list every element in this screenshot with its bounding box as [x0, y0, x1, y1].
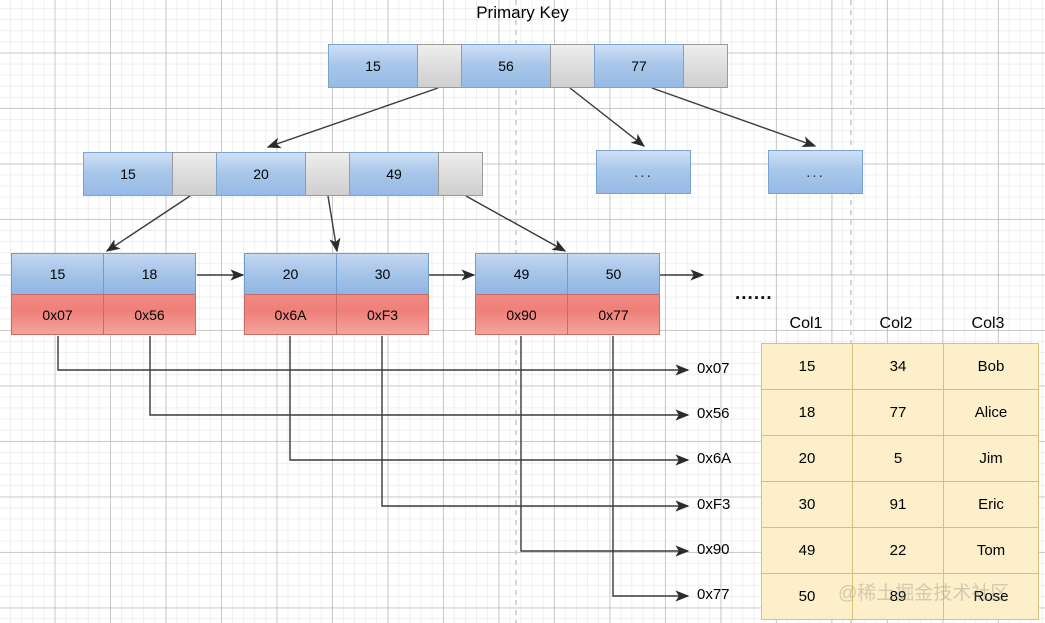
internal-1-key-cell-2: 20	[216, 152, 306, 196]
table-cell-col1: 30	[761, 481, 853, 528]
table-cell-col2: 5	[852, 435, 944, 482]
internal-node-1: 15 20 49	[83, 152, 483, 196]
edge-internal-to-leaf-2	[327, 195, 341, 253]
address-label-0x6A: 0x6A	[697, 450, 732, 467]
table-cell-col3: Jim	[943, 435, 1039, 482]
leaf-2-key-cell-1: 20	[244, 253, 337, 295]
address-label-0x77: 0x77	[697, 586, 730, 603]
leaf-1-key-cell-1: 15	[11, 253, 104, 295]
table-cell-col1: 15	[761, 343, 853, 390]
internal-1-key-cell-3: 49	[349, 152, 439, 196]
leaf-1-key-row: 15 18	[11, 253, 196, 295]
table-row: 49 22 Tom	[761, 527, 1039, 574]
internal-node-2: ...	[596, 150, 691, 194]
edge-internal-to-leaf-1	[105, 195, 191, 252]
data-table: 15 34 Bob 18 77 Alice 20 5 Jim 30 91 Eri…	[761, 343, 1039, 620]
leaf-3-key-cell-1: 49	[475, 253, 568, 295]
internal-3-placeholder: ...	[768, 150, 863, 194]
table-cell-col1: 49	[761, 527, 853, 574]
leaf-2-pointer-cell-1: 0x6A	[244, 294, 337, 335]
edge-ptr-0x07-to-row	[57, 336, 690, 376]
leaf-3-pointer-cell-1: 0x90	[475, 294, 568, 335]
table-cell-col1: 20	[761, 435, 853, 482]
leaf-node-3: 49 50 0x90 0x77	[475, 253, 660, 335]
table-cell-col2: 91	[852, 481, 944, 528]
table-cell-col3: Tom	[943, 527, 1039, 574]
table-cell-col1: 18	[761, 389, 853, 436]
internal-1-key-cell-1: 15	[83, 152, 173, 196]
internal-node-3: ...	[768, 150, 863, 194]
edge-ptr-0x6A-to-row	[289, 336, 690, 466]
root-key-cell-2: 56	[461, 44, 551, 88]
table-cell-col2: 77	[852, 389, 944, 436]
leaf-2-key-row: 20 30	[244, 253, 429, 295]
table-row: 18 77 Alice	[761, 389, 1039, 436]
table-cell-col3: Eric	[943, 481, 1039, 528]
table-column-headers: Col1 Col2 Col3	[761, 315, 1035, 333]
table-header-col1: Col1	[789, 315, 823, 332]
table-header-col2: Col2	[879, 315, 913, 332]
edge-internal-to-leaf-3	[465, 195, 567, 252]
edge-ptr-0xF3-to-row	[381, 336, 690, 512]
table-header-col3: Col3	[971, 315, 1005, 332]
table-cell-col3: Alice	[943, 389, 1039, 436]
table-cell-col2: 22	[852, 527, 944, 574]
internal-1-pointer-cell-3	[438, 152, 483, 196]
edge-ptr-0x90-to-row	[520, 336, 690, 557]
leaf-chain-ellipsis: ......	[735, 283, 773, 304]
table-row: 30 91 Eric	[761, 481, 1039, 528]
table-cell-col2: 89	[852, 573, 944, 620]
table-row: 15 34 Bob	[761, 343, 1039, 390]
address-label-0x90: 0x90	[697, 541, 730, 558]
leaf-1-pointer-cell-1: 0x07	[11, 294, 104, 335]
table-row: 20 5 Jim	[761, 435, 1039, 482]
root-pointer-cell-1	[417, 44, 462, 88]
leaf-1-pointer-row: 0x07 0x56	[11, 294, 196, 335]
leaf-1-key-cell-2: 18	[103, 253, 196, 295]
edge-ptr-0x56-to-row	[149, 336, 690, 421]
root-pointer-cell-2	[550, 44, 595, 88]
root-key-cell-1: 15	[328, 44, 418, 88]
edge-root-to-internal-3	[651, 87, 817, 148]
leaf-1-pointer-cell-2: 0x56	[103, 294, 196, 335]
table-cell-col3: Bob	[943, 343, 1039, 390]
address-label-0x07: 0x07	[697, 360, 730, 377]
table-row: 50 89 Rose	[761, 573, 1039, 620]
edge-root-to-internal-1	[266, 87, 439, 149]
edge-root-to-internal-2	[569, 87, 646, 147]
leaf-node-1: 15 18 0x07 0x56	[11, 253, 196, 335]
leaf-3-pointer-cell-2: 0x77	[567, 294, 660, 335]
leaf-node-2: 20 30 0x6A 0xF3	[244, 253, 429, 335]
edge-ptr-0x77-to-row	[612, 336, 690, 602]
root-node: 15 56 77	[328, 44, 728, 88]
table-cell-col1: 50	[761, 573, 853, 620]
internal-1-pointer-cell-1	[172, 152, 217, 196]
root-key-cell-3: 77	[594, 44, 684, 88]
address-label-0x56: 0x56	[697, 405, 730, 422]
leaf-2-key-cell-2: 30	[336, 253, 429, 295]
leaf-3-key-row: 49 50	[475, 253, 660, 295]
internal-1-pointer-cell-2	[305, 152, 350, 196]
table-cell-col3: Rose	[943, 573, 1039, 620]
leaf-3-pointer-row: 0x90 0x77	[475, 294, 660, 335]
leaf-3-key-cell-2: 50	[567, 253, 660, 295]
leaf-2-pointer-cell-2: 0xF3	[336, 294, 429, 335]
page-title: Primary Key	[476, 3, 569, 22]
table-cell-col2: 34	[852, 343, 944, 390]
root-pointer-cell-3	[683, 44, 728, 88]
leaf-2-pointer-row: 0x6A 0xF3	[244, 294, 429, 335]
address-label-0xF3: 0xF3	[697, 496, 731, 513]
internal-2-placeholder: ...	[596, 150, 691, 194]
